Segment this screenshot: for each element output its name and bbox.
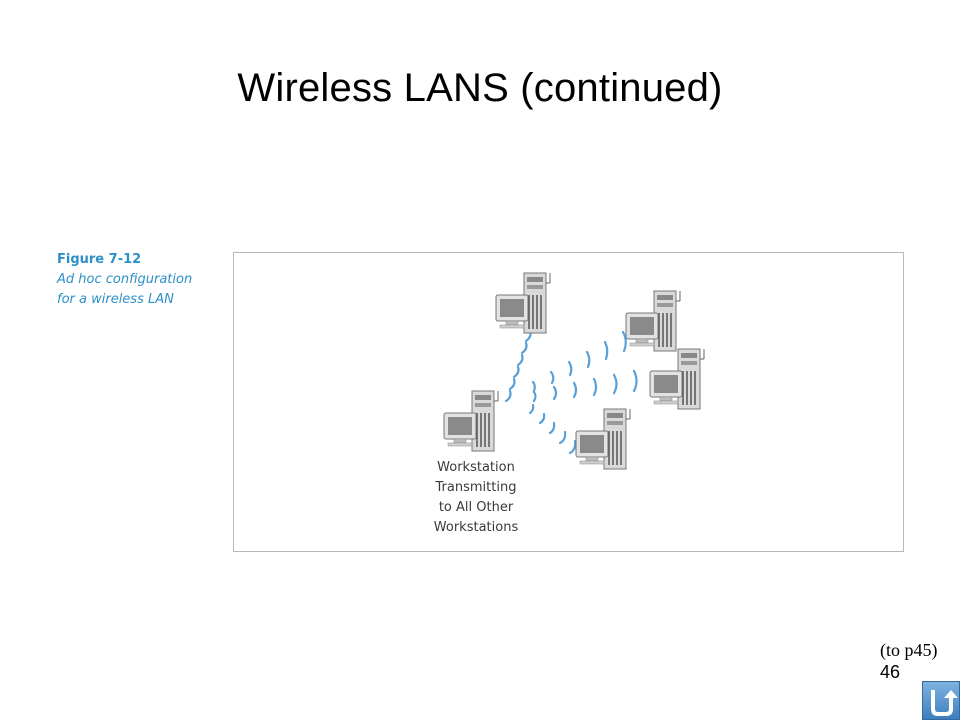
reference-note: (to p45) bbox=[880, 640, 938, 660]
return-button[interactable] bbox=[922, 681, 960, 720]
figure-frame: Workstation Transmitting to All Other Wo… bbox=[233, 252, 904, 552]
workstation-label-line: Workstation bbox=[437, 460, 515, 475]
figure-caption: Figure 7-12 Ad hoc configuration for a w… bbox=[57, 250, 192, 310]
workstation-top-icon bbox=[495, 272, 551, 334]
figure-description-line1: Ad hoc configuration bbox=[57, 272, 193, 287]
workstation-transmitting-icon bbox=[443, 390, 499, 452]
workstation-label: Workstation Transmitting to All Other Wo… bbox=[430, 458, 522, 538]
figure-description-line2: for a wireless LAN bbox=[57, 292, 174, 307]
workstation-label-line: to All Other bbox=[438, 500, 514, 515]
figure-number: Figure 7-12 bbox=[57, 252, 142, 267]
workstation-label-line: Workstations bbox=[433, 520, 519, 535]
workstation-right-icon bbox=[649, 348, 705, 410]
workstation-lower-right-icon bbox=[575, 408, 631, 470]
network-diagram bbox=[443, 272, 705, 470]
return-arrow-icon bbox=[931, 690, 958, 716]
workstation-upper-right-icon bbox=[625, 290, 681, 352]
page-number: 46 bbox=[880, 662, 901, 682]
workstation-label-line: Transmitting bbox=[435, 480, 517, 495]
slide-title: Wireless LANS (continued) bbox=[237, 66, 723, 110]
signal-waves bbox=[504, 329, 638, 455]
